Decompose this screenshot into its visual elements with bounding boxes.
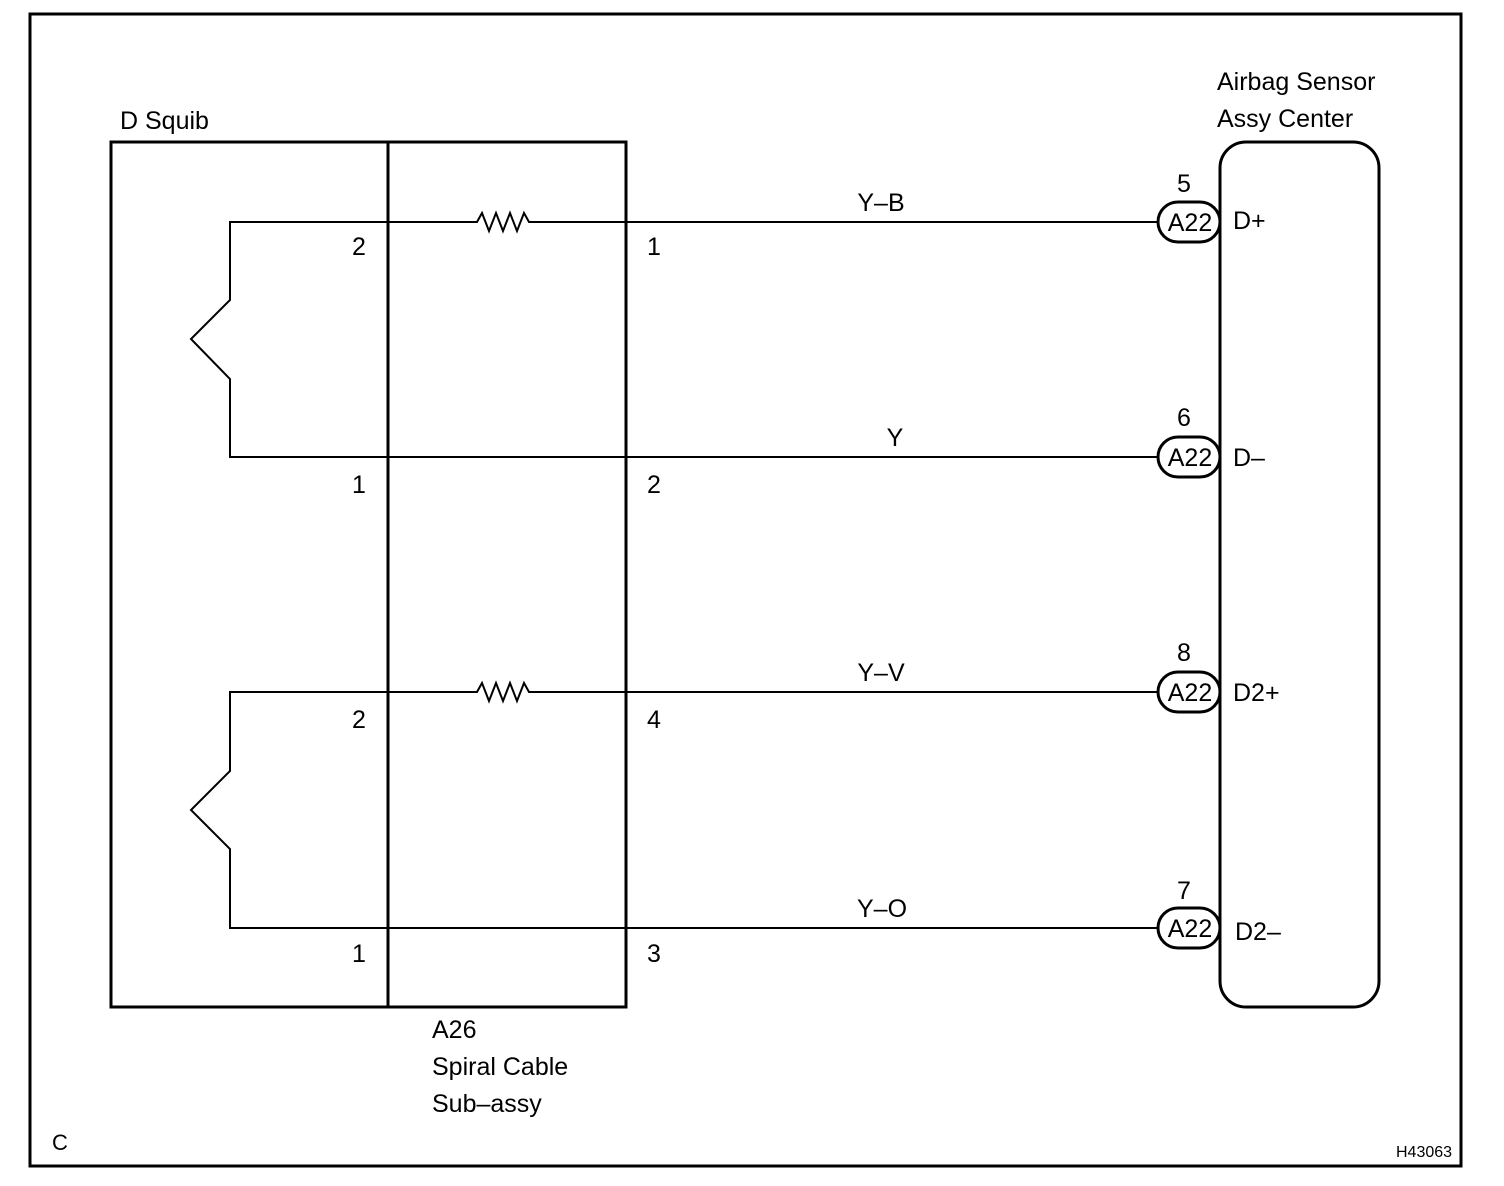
connector-oval-1 bbox=[1156, 200, 1222, 244]
spiral-cable-block bbox=[386, 140, 628, 1009]
figure-id: H43063 bbox=[1396, 1144, 1452, 1161]
cable-pin-label: 1 bbox=[647, 233, 661, 261]
connector-label: A22 bbox=[1168, 915, 1212, 943]
squib-pin-label: 2 bbox=[352, 233, 366, 261]
terminal-label: D2+ bbox=[1233, 679, 1280, 707]
squib-pin-label: 1 bbox=[352, 471, 366, 499]
squib-block bbox=[109, 140, 390, 1009]
diagram-frame bbox=[28, 12, 1463, 1168]
corner-letter: C bbox=[52, 1130, 68, 1155]
terminal-label: D+ bbox=[1233, 207, 1266, 235]
squib-pin-label: 1 bbox=[352, 940, 366, 968]
connector-oval-4 bbox=[1156, 906, 1222, 950]
sensor-title-line1: Airbag Sensor bbox=[1217, 68, 1375, 96]
cable-pin-label: 3 bbox=[647, 940, 661, 968]
wire-color-label: Y bbox=[887, 424, 904, 452]
spiral-cable-name-line1: Spiral Cable bbox=[432, 1053, 568, 1081]
connector-label: A22 bbox=[1168, 444, 1212, 472]
terminal-label: D– bbox=[1233, 444, 1265, 472]
resistor-1 bbox=[388, 210, 626, 234]
cable-pin-label: 2 bbox=[647, 471, 661, 499]
wire-color-label: Y–O bbox=[857, 895, 907, 923]
terminal-label: D2– bbox=[1235, 918, 1281, 946]
squib-pin-label: 2 bbox=[352, 706, 366, 734]
ecu-pin-label: 6 bbox=[1177, 404, 1191, 432]
connector-oval-2 bbox=[1156, 435, 1222, 479]
cable-pin-label: 4 bbox=[647, 706, 661, 734]
wire-color-label: Y–B bbox=[857, 189, 904, 217]
connector-oval-3 bbox=[1156, 670, 1222, 714]
connector-label: A22 bbox=[1168, 209, 1212, 237]
sensor-title-line2: Assy Center bbox=[1217, 105, 1353, 133]
connector-label: A22 bbox=[1168, 679, 1212, 707]
squib-1-element bbox=[189, 221, 388, 458]
ecu-pin-label: 7 bbox=[1177, 877, 1191, 905]
spiral-cable-name-line2: Sub–assy bbox=[432, 1090, 542, 1118]
ecu-pin-label: 8 bbox=[1177, 639, 1191, 667]
resistor-2 bbox=[388, 680, 626, 704]
squib-2-element bbox=[189, 691, 388, 929]
ecu-pin-label: 5 bbox=[1177, 170, 1191, 198]
squib-title: D Squib bbox=[120, 107, 209, 135]
spiral-cable-code: A26 bbox=[432, 1016, 476, 1044]
wire-color-label: Y–V bbox=[857, 659, 905, 687]
sensor-block bbox=[1218, 140, 1381, 1009]
